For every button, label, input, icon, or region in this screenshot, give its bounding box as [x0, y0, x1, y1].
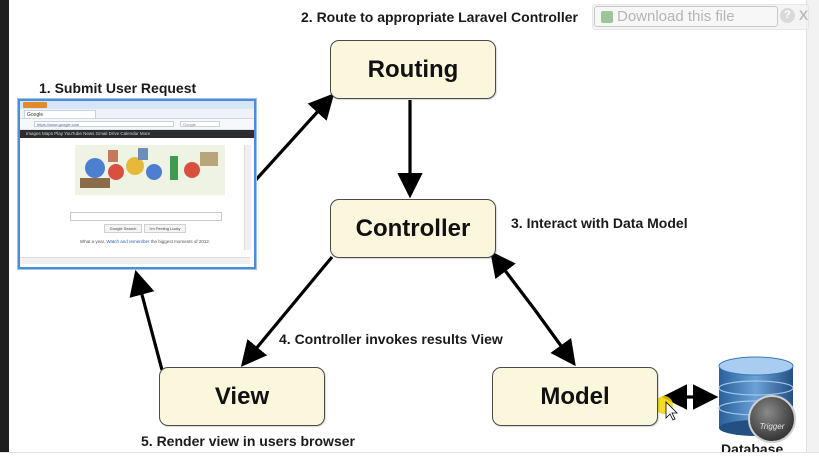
frame-bottom-border — [0, 452, 819, 464]
footer-suffix: the biggest moments of 2012. — [150, 239, 211, 244]
step-3-label: 3. Interact with Data Model — [511, 215, 688, 231]
browser-statusbar — [20, 257, 250, 264]
browser-logo-icon — [23, 102, 47, 108]
browser-page: Google Search I'm Feeling Lucky What a y… — [20, 138, 254, 256]
frame-right-border — [806, 0, 819, 452]
browser-search-box: Google — [180, 121, 220, 127]
close-icon[interactable]: X — [798, 7, 809, 23]
mouse-cursor-icon — [655, 396, 678, 421]
arrow-controller-model-a — [490, 250, 537, 311]
view-node: View — [159, 367, 325, 426]
trigger-watermark-logo: Trigger — [748, 395, 796, 443]
help-icon[interactable]: ? — [780, 8, 795, 23]
routing-node: Routing — [330, 40, 496, 99]
feeling-lucky-button: I'm Feeling Lucky — [144, 224, 186, 233]
browser-tab: Google — [24, 110, 96, 118]
step-2-label: 2. Route to appropriate Laravel Controll… — [301, 9, 578, 25]
arrow-controller-to-view — [240, 255, 334, 367]
browser-titlebar — [20, 101, 254, 109]
step-5-label: 5. Render view in users browser — [141, 433, 355, 449]
arrow-request-to-routing — [251, 93, 335, 185]
browser-address-bar: https://www.google.com Google — [20, 119, 254, 130]
model-node: Model — [492, 367, 658, 426]
download-icon — [601, 10, 613, 23]
footer-prefix: What a year. — [79, 239, 106, 244]
browser-url: https://www.google.com — [34, 121, 174, 127]
controller-node: Controller — [330, 199, 496, 258]
download-button[interactable]: Download this file — [594, 6, 778, 27]
footer-link: Watch and remember — [106, 239, 150, 244]
step-1-label: 1. Submit User Request — [39, 80, 197, 96]
browser-tabbar: Google — [20, 109, 254, 119]
google-footer-text: What a year. Watch and remember the bigg… — [60, 239, 230, 244]
frame-left-border — [0, 0, 9, 463]
browser-scrollbar — [244, 145, 251, 250]
google-doodle-image — [75, 145, 225, 195]
step-4-label: 4. Controller invokes results View — [279, 331, 503, 347]
browser-screenshot: Google https://www.google.com Google Ima… — [18, 99, 256, 269]
arrow-controller-model-b — [533, 309, 576, 367]
google-search-button: Google Search — [104, 224, 142, 233]
google-nav-bar: Images Maps Play YouTube News Gmail Driv… — [20, 130, 254, 138]
download-label: Download this file — [617, 8, 735, 25]
google-search-field — [70, 212, 222, 221]
arrow-view-to-browser — [129, 269, 164, 371]
